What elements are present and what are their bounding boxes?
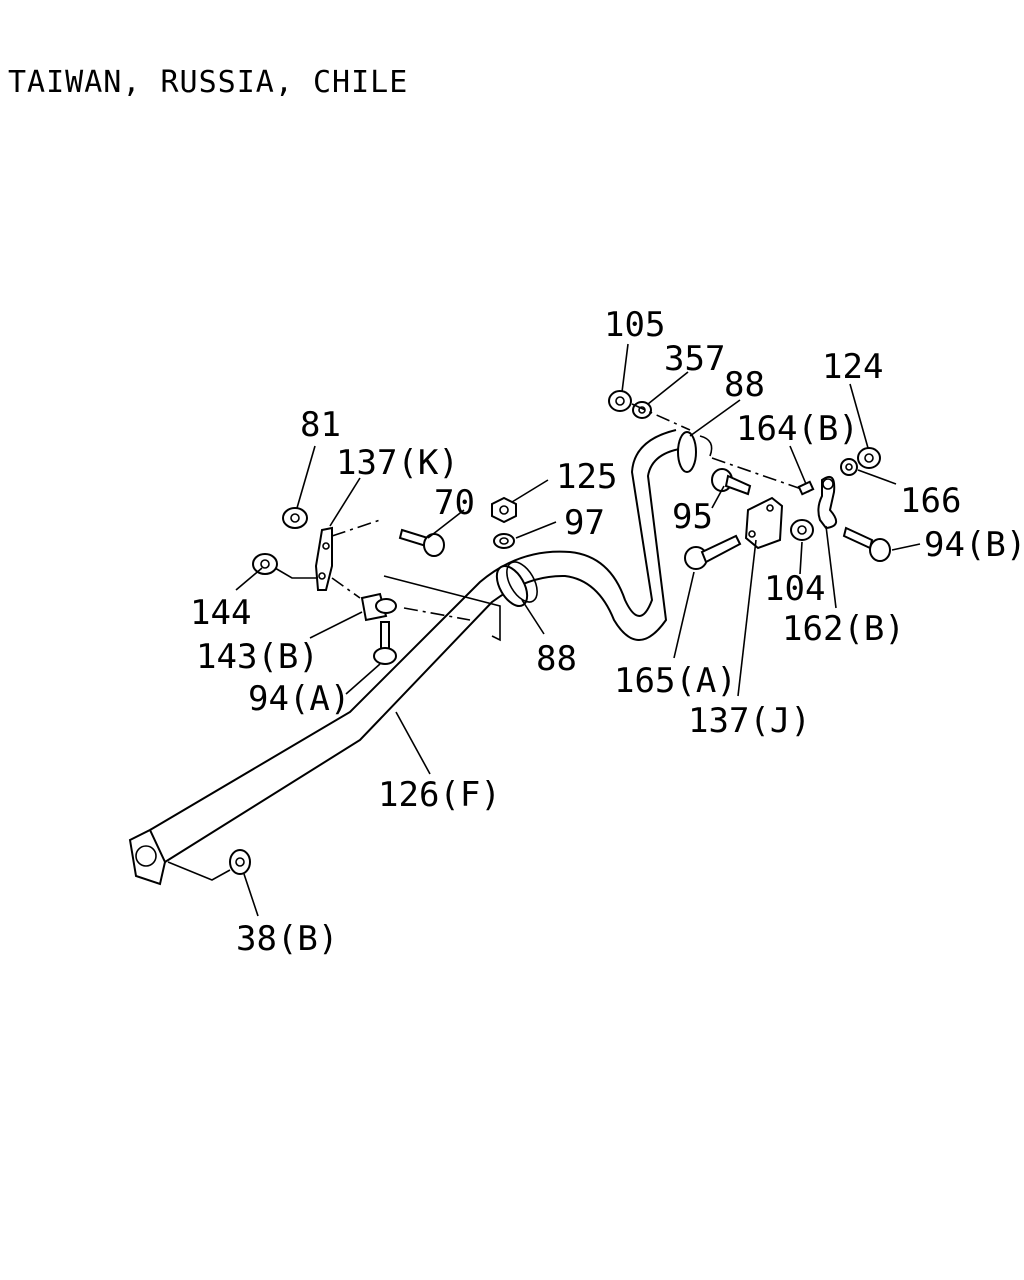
callout-88-mid: 88 xyxy=(536,639,577,679)
callout-166: 166 xyxy=(900,481,961,521)
callout-38b: 38(B) xyxy=(236,919,338,959)
callout-95: 95 xyxy=(672,497,713,537)
nut-81 xyxy=(282,507,308,529)
nut-104 xyxy=(790,519,814,541)
washer-166 xyxy=(840,458,858,476)
assembly-lines-left xyxy=(331,519,471,621)
bolt-70 xyxy=(398,528,445,557)
nut-38b xyxy=(229,849,251,875)
callout-162b: 162(B) xyxy=(782,609,905,649)
bracket-137k xyxy=(314,526,333,591)
callout-94b: 94(B) xyxy=(924,525,1024,565)
callout-97: 97 xyxy=(564,503,605,543)
bolt-165a xyxy=(684,534,742,570)
callout-88-top: 88 xyxy=(724,365,765,405)
callout-357: 357 xyxy=(664,339,725,379)
region-title: TAIWAN, RUSSIA, CHILE xyxy=(8,65,408,100)
nut-144 xyxy=(252,553,278,575)
callout-70: 70 xyxy=(434,483,475,523)
washer-357 xyxy=(632,401,652,419)
pin-164b xyxy=(797,480,815,496)
bolt-95 xyxy=(711,468,752,496)
callout-137k: 137(K) xyxy=(336,443,459,483)
callout-94a: 94(A) xyxy=(248,679,350,719)
nut-105 xyxy=(608,390,632,412)
clamp-88-top xyxy=(677,431,713,473)
exhaust-pipe xyxy=(128,429,713,886)
callout-143b: 143(B) xyxy=(196,637,319,677)
assembly-lines-top xyxy=(631,403,811,493)
strap-162b xyxy=(817,476,837,530)
leader-lines xyxy=(167,343,921,917)
callout-137j: 137(J) xyxy=(688,701,811,741)
hanger-outline xyxy=(383,575,501,642)
callout-126f: 126(F) xyxy=(378,775,501,815)
mount-143b xyxy=(360,592,397,622)
nut-124 xyxy=(857,447,881,469)
washer-97 xyxy=(493,533,515,549)
bracket-137j xyxy=(744,496,784,550)
callout-125: 125 xyxy=(556,457,617,497)
callout-104: 104 xyxy=(764,569,825,609)
callout-105: 105 xyxy=(604,305,665,345)
nut-125 xyxy=(491,496,517,524)
bolt-94a xyxy=(373,621,397,665)
bolt-94b xyxy=(842,526,891,562)
clamp-88-mid xyxy=(495,561,538,607)
callout-124: 124 xyxy=(822,347,883,387)
callout-164b: 164(B) xyxy=(736,409,859,449)
callout-165a: 165(A) xyxy=(614,661,737,701)
callout-81: 81 xyxy=(300,405,341,445)
callout-144: 144 xyxy=(190,593,251,633)
pipe-flange xyxy=(128,828,167,886)
